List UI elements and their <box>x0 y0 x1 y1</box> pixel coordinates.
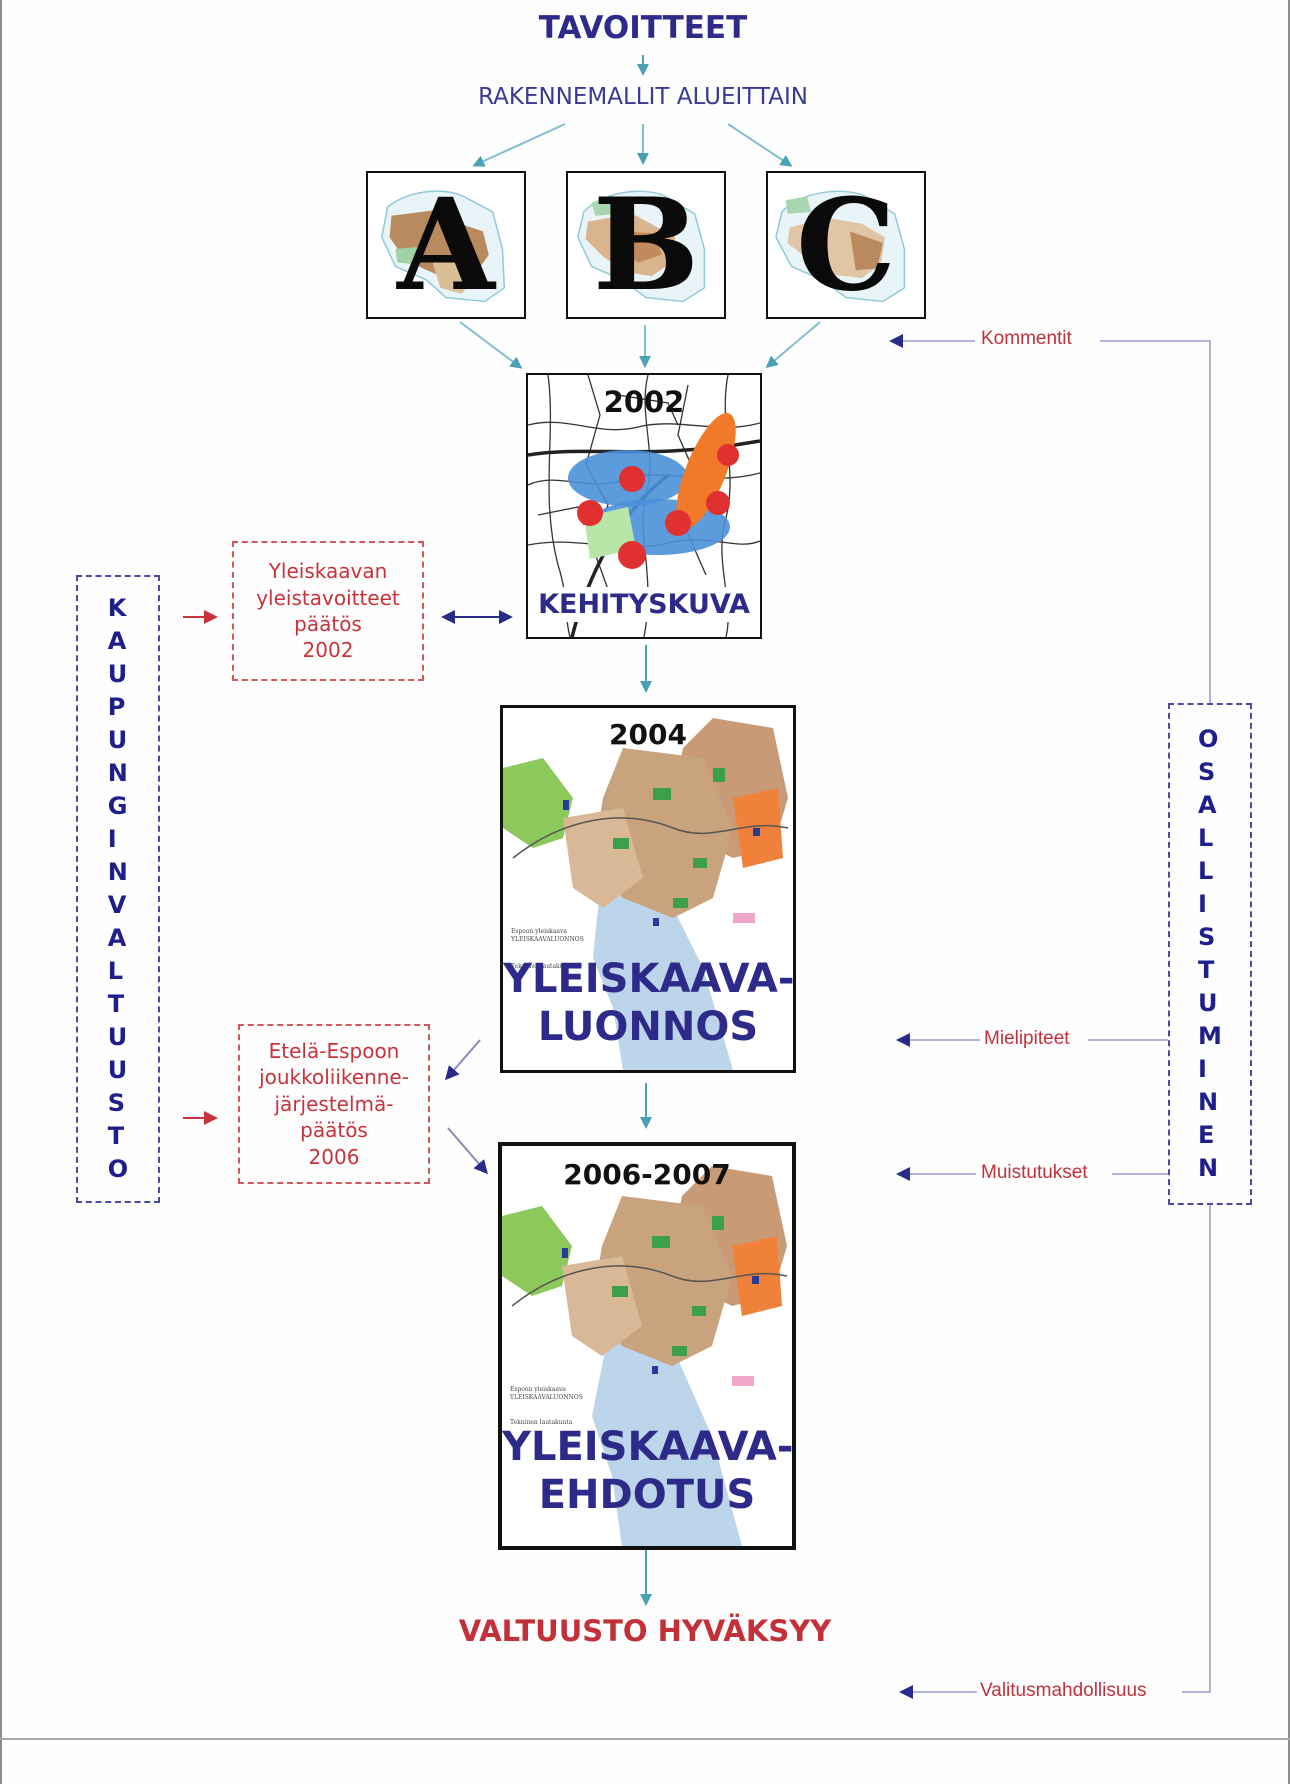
svg-text:Tekninen lautakunta: Tekninen lautakunta <box>511 963 574 970</box>
goals-title: TAVOITTEET <box>538 10 748 46</box>
svg-text:Tekninen lautakunta: Tekninen lautakunta <box>510 1419 573 1426</box>
decision2-line: päätös <box>300 1118 368 1143</box>
alternative-b: B <box>566 171 726 319</box>
decision2-line: järjestelmä- <box>274 1091 394 1116</box>
reminders-label: Muistutukset <box>978 1162 1091 1184</box>
participation-letter: A <box>1198 791 1217 819</box>
city-council-letter: U <box>107 1056 128 1084</box>
alternative-b-letter: B <box>592 171 700 319</box>
alternative-a-map <box>381 190 506 303</box>
city-council-letter: P <box>107 693 126 721</box>
participation-letter: T <box>1198 956 1215 984</box>
alternative-b-map <box>577 190 706 303</box>
draft-plan-year: 2004 <box>609 718 687 751</box>
svg-text:YLEISKAAVALUONNOS: YLEISKAAVALUONNOS <box>509 1394 583 1401</box>
participation-letter: O <box>1198 725 1219 753</box>
draft-plan-caption-line2: LUONNOS <box>537 1004 759 1050</box>
arrow-draft-to-decision2 <box>445 1039 481 1081</box>
participation-letter: S <box>1198 758 1216 786</box>
city-council-letter: U <box>107 1023 128 1051</box>
participation-letter: N <box>1198 1088 1219 1116</box>
arrow-models-to-c <box>727 123 793 167</box>
council-approves-title: VALTUUSTO HYVÄKSYY <box>458 1614 832 1648</box>
participation-letter: I <box>1198 890 1207 918</box>
city-council-letter: U <box>107 660 128 688</box>
city-council-letter: V <box>107 891 127 919</box>
plan-proposal-year: 2006-2007 <box>563 1158 731 1191</box>
decision1-line: 2002 <box>302 638 354 663</box>
development-image-year: 2002 <box>603 385 685 419</box>
alternative-a: A <box>366 171 526 319</box>
draft-plan-caption-line1: YLEISKAAVA- <box>503 956 795 1002</box>
alternative-c: C <box>766 171 926 319</box>
city-council-letter: U <box>107 726 128 754</box>
participation-letter: I <box>1198 1055 1207 1083</box>
participation-letter: L <box>1198 857 1214 885</box>
decision-box-general-goals: Yleiskaavan yleistavoitteet päätös 2002 <box>232 541 424 681</box>
arrow-a-to-dev <box>459 321 523 369</box>
city-council-letter: N <box>107 759 128 787</box>
city-council-letter: N <box>107 858 128 886</box>
city-council-letter: O <box>107 1155 129 1183</box>
participation-letter: E <box>1198 1121 1215 1149</box>
development-image-box: 2002 KEHITYSKUVA <box>526 373 762 639</box>
decision1-line: päätös <box>294 612 362 636</box>
city-council-letter: A <box>107 924 127 952</box>
participation-letter: L <box>1198 824 1214 852</box>
plan-proposal-map: Espoon yleiskaava YLEISKAAVALUONNOS Tekn… <box>502 1166 788 1546</box>
development-image-map <box>528 375 760 637</box>
svg-text:Espoon yleiskaava: Espoon yleiskaava <box>511 928 567 935</box>
arrow-models-to-a <box>472 123 566 167</box>
draft-plan-box: Espoon yleiskaava YLEISKAAVALUONNOS Tekn… <box>500 705 796 1073</box>
city-council-letter: L <box>107 957 124 985</box>
alternative-c-letter: C <box>795 171 897 319</box>
arrow-c-to-dev <box>765 321 821 368</box>
appeal-label: Valitusmahdollisuus <box>977 1680 1150 1702</box>
city-council-letter: T <box>107 1122 125 1150</box>
svg-text:Espoon yleiskaava: Espoon yleiskaava <box>510 1386 566 1393</box>
city-council-letter: T <box>107 990 125 1018</box>
plan-proposal-box: Espoon yleiskaava YLEISKAAVALUONNOS Tekn… <box>498 1142 796 1550</box>
decision1-line: yleistavoitteet <box>256 585 400 610</box>
decision2-line: 2006 <box>308 1144 360 1169</box>
arrow-decision2-to-proposal <box>447 1127 488 1175</box>
city-council-letter: K <box>107 594 127 622</box>
participation-letter: S <box>1198 923 1216 951</box>
participation-letter: N <box>1198 1154 1219 1182</box>
structure-models-title: RAKENNEMALLIT ALUEITTAIN <box>478 84 808 110</box>
comments-label: Kommentit <box>978 328 1075 350</box>
participation-letter: U <box>1198 989 1218 1017</box>
city-council-letter: A <box>107 627 127 655</box>
bottom-divider <box>0 1738 1290 1740</box>
city-council-letter: G <box>107 792 128 820</box>
plan-proposal-caption-line2: EHDOTUS <box>538 1472 756 1518</box>
city-council-letter: I <box>107 825 117 853</box>
feedback-line-appeal <box>1182 1205 1211 1693</box>
development-image-caption: KEHITYSKUVA <box>528 587 760 623</box>
plan-proposal-caption-line1: YLEISKAAVA- <box>502 1424 794 1470</box>
alternative-a-letter: A <box>397 171 495 319</box>
decision-box-transit-system: Etelä-Espoon joukkoliikenne- järjestelmä… <box>238 1024 430 1184</box>
feedback-line-comments <box>1100 340 1211 703</box>
svg-text:YLEISKAAVALUONNOS: YLEISKAAVALUONNOS <box>510 936 584 943</box>
participation-letter: M <box>1198 1022 1222 1050</box>
draft-plan-map: Espoon yleiskaava YLEISKAAVALUONNOS Tekn… <box>503 718 789 1070</box>
decision1-line: Yleiskaavan <box>268 559 388 584</box>
alternative-c-map <box>775 190 906 303</box>
opinions-label: Mielipiteet <box>981 1028 1073 1050</box>
city-council-letter: S <box>107 1089 126 1117</box>
decision2-line: Etelä-Espoon <box>268 1039 400 1064</box>
decision2-line: joukkoliikenne- <box>259 1065 409 1090</box>
